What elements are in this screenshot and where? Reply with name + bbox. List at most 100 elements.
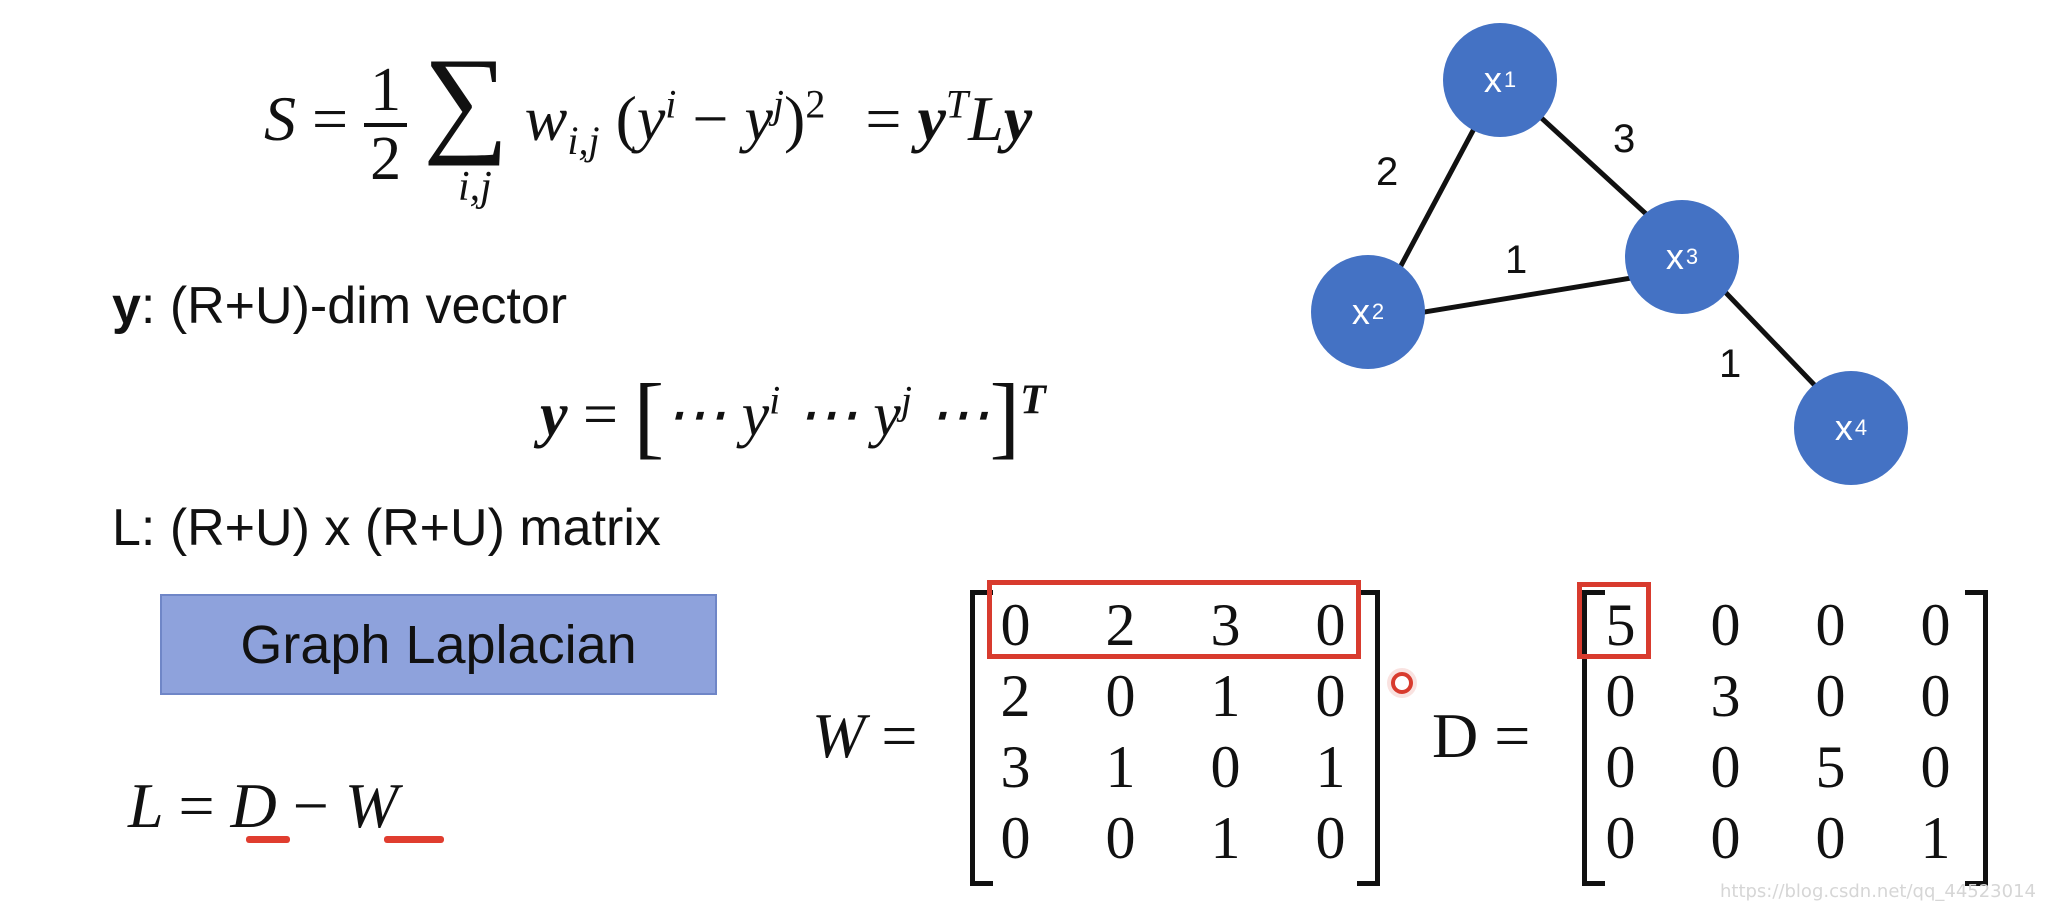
edge-label-x1-x2: 2 — [1376, 150, 1399, 194]
w-cell-0-2: 3 — [1210, 592, 1241, 658]
d-cell-2-0: 0 — [1605, 734, 1636, 800]
formula-square: 2 — [805, 81, 826, 127]
vector-sup-i: i — [769, 377, 781, 423]
w-left-bracket — [970, 590, 993, 886]
w-matrix-grid: 0 2 3 0 2 0 1 0 3 1 0 1 0 0 1 0 — [963, 590, 1383, 874]
edge-label-x2-x3: 1 — [1505, 238, 1528, 282]
formula-minus: − — [692, 83, 729, 154]
y-dimension-label: y: (R+U)-dim vector — [112, 276, 567, 336]
laplacian-d: D — [230, 770, 277, 841]
d-cell-3-3: 1 — [1920, 805, 1951, 871]
w-equals: = — [881, 700, 918, 771]
w-cell-2-0: 3 — [1000, 734, 1031, 800]
w-cell-2-2: 0 — [1210, 734, 1241, 800]
formula-open-paren: ( — [615, 83, 637, 154]
vector-sup-j: j — [900, 377, 912, 423]
d-cell-2-1: 0 — [1710, 734, 1741, 800]
w-cell-1-1: 0 — [1105, 663, 1136, 729]
w-cell-1-0: 2 — [1000, 663, 1031, 729]
vector-open-bracket: [ — [633, 365, 665, 467]
d-cell-2-2: 5 — [1815, 734, 1846, 800]
w-cell-1-3: 0 — [1315, 663, 1346, 729]
y-dimension-text: : (R+U)-dim vector — [140, 277, 568, 335]
summation-subscript: i,j — [458, 164, 492, 210]
d-name: D — [1432, 700, 1479, 771]
formula-s-equals: = — [312, 83, 349, 154]
d-cell-3-0: 0 — [1605, 805, 1636, 871]
laplacian-equals: = — [178, 770, 215, 841]
summation-sign: ∑ — [423, 33, 509, 166]
fraction-denominator: 2 — [370, 125, 402, 194]
d-cell-1-3: 0 — [1920, 663, 1951, 729]
one-half-fraction: 1 2 — [364, 58, 408, 194]
d-right-bracket — [1965, 590, 1988, 886]
d-cell-3-1: 0 — [1710, 805, 1741, 871]
y-vector-definition: y = [⋯ yi ⋯ yj ⋯]T — [540, 370, 1046, 462]
d-cell-0-1: 0 — [1710, 592, 1741, 658]
w-cell-0-1: 2 — [1105, 592, 1136, 658]
rhs-transpose: T — [945, 81, 969, 127]
edge-label-x3-x4: 1 — [1719, 342, 1742, 386]
formula-second-equals: = — [865, 83, 902, 154]
d-cell-0-2: 0 — [1815, 592, 1846, 658]
w-cell-0-0: 0 — [1000, 592, 1031, 658]
vector-equals: = — [583, 381, 618, 449]
vector-transpose: T — [1020, 377, 1046, 424]
d-cell-1-1: 3 — [1710, 663, 1741, 729]
w-cell-0-3: 0 — [1315, 592, 1346, 658]
formula-y-j-sup: j — [772, 81, 785, 127]
d-matrix-label: D = — [1432, 704, 1530, 768]
rhs-y: y — [917, 83, 946, 154]
w-cell-3-1: 0 — [1105, 805, 1136, 871]
d-left-bracket — [1582, 590, 1605, 886]
d-cell-3-2: 0 — [1815, 805, 1846, 871]
d-cell-1-0: 0 — [1605, 663, 1636, 729]
w-cell-3-3: 0 — [1315, 805, 1346, 871]
l-dimension-label: L: (R+U) x (R+U) matrix — [112, 499, 661, 557]
w-matrix-label: W = — [812, 704, 917, 768]
formula-y-i-sup: i — [665, 81, 677, 127]
y-bold-symbol: y — [112, 277, 141, 335]
d-red-underline — [246, 836, 290, 843]
w-right-bracket — [1357, 590, 1380, 886]
laplacian-w: W — [344, 770, 399, 841]
d-first-cell-highlight — [1577, 582, 1651, 659]
w-name: W — [812, 700, 866, 771]
w-cell-2-3: 1 — [1315, 734, 1346, 800]
edge-label-x1-x3: 3 — [1613, 117, 1636, 161]
w-cell-1-2: 1 — [1210, 663, 1241, 729]
weight-subscript: i,j — [567, 117, 600, 163]
pointer-marker — [1391, 672, 1413, 694]
d-matrix-grid: 5 0 0 0 0 3 0 0 0 0 5 0 0 0 0 1 — [1568, 590, 1988, 874]
fraction-numerator: 1 — [364, 58, 408, 128]
vector-content-2: ⋯ y — [780, 381, 901, 449]
formula-s-lhs: S — [264, 83, 296, 154]
formula-y-j: y — [744, 83, 773, 154]
vector-y: y — [540, 381, 568, 449]
laplacian-l: L — [128, 770, 163, 841]
d-cell-0-0: 5 — [1605, 592, 1636, 658]
w-cell-2-1: 1 — [1105, 734, 1136, 800]
vector-content-1: ⋯ y — [664, 381, 770, 449]
w-first-row-highlight — [987, 580, 1361, 659]
d-cell-0-3: 0 — [1920, 592, 1951, 658]
w-red-underline — [384, 836, 444, 843]
watermark-url: https://blog.csdn.net/qq_44523014 — [1719, 881, 2036, 902]
w-cell-3-0: 0 — [1000, 805, 1031, 871]
rhs-y2: y — [1003, 83, 1033, 154]
d-cell-1-2: 0 — [1815, 663, 1846, 729]
laplacian-minus: − — [292, 770, 329, 841]
w-cell-3-2: 1 — [1210, 805, 1241, 871]
rhs-l: L — [968, 83, 1004, 154]
vector-close-bracket: ] — [989, 365, 1021, 467]
weight-w: w — [524, 83, 568, 154]
d-equals: = — [1494, 700, 1531, 771]
formula-y-i: y — [636, 83, 666, 154]
formula-close-paren: ) — [784, 83, 806, 154]
graph-laplacian-button[interactable]: Graph Laplacian — [160, 594, 717, 695]
vector-content-3: ⋯ — [911, 381, 990, 449]
